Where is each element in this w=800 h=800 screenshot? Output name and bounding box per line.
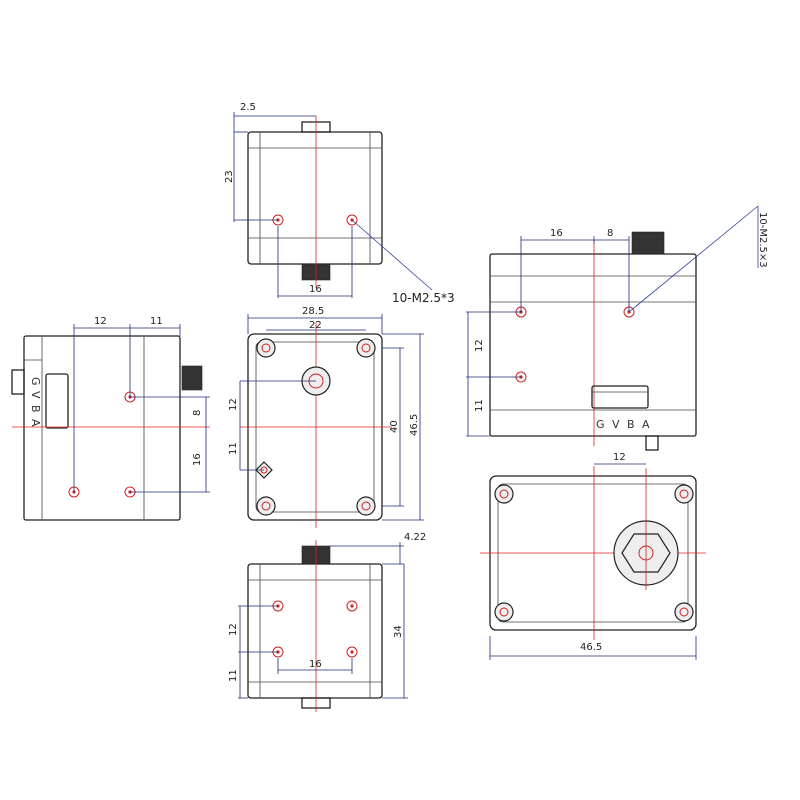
left-connector-a: A	[29, 419, 42, 427]
right-connector-a: A	[642, 418, 650, 431]
bottom-dim-v1: 12	[228, 623, 239, 636]
front-dim-width-outer: 28.5	[302, 306, 324, 317]
right-connector-v: V	[612, 418, 620, 431]
left-dim-h1: 12	[94, 316, 107, 327]
front-dim-height-outer: 46.5	[409, 414, 420, 436]
bottom-dim-spacing: 16	[309, 659, 322, 670]
front-dim-width-inner: 22	[309, 320, 322, 331]
bottom-dim-shaft: 4.22	[404, 532, 426, 543]
top-view: 2.5 23 16 10-M2.5*3	[224, 102, 455, 305]
back-dim-width: 46.5	[580, 642, 602, 653]
back-dim-offset: 12	[613, 452, 626, 463]
right-dim-h1: 16	[550, 228, 563, 239]
back-view: 12 46.5	[480, 452, 706, 660]
left-dim-v2: 16	[192, 453, 203, 466]
top-dim-spacing: 16	[309, 284, 322, 295]
left-dim-v1: 8	[192, 410, 203, 416]
top-dim-height: 23	[224, 170, 235, 183]
left-dim-h2: 11	[150, 316, 163, 327]
front-dim-v1: 12	[228, 398, 239, 411]
left-view: G V B A 12 11 8 16	[11, 316, 210, 521]
front-dim-height-inner: 40	[389, 420, 400, 433]
bottom-view: 4.22 12 11 16 34	[228, 532, 426, 712]
thread-callout: 10-M2.5*3	[392, 291, 455, 305]
top-dim-offset: 2.5	[240, 102, 256, 113]
bottom-dim-height: 34	[393, 625, 404, 638]
right-dim-v1: 12	[474, 339, 485, 352]
right-connector-b: B	[627, 418, 635, 431]
bottom-dim-v2: 11	[228, 669, 239, 682]
right-connector-g: G	[596, 418, 605, 431]
left-connector-b: B	[29, 405, 42, 413]
thread-callout-rotated: 10-M2.5×3	[757, 212, 768, 268]
right-view: G V B A 16 8 12 11 10-M2.5×3	[466, 205, 768, 451]
right-dim-h2: 8	[607, 228, 613, 239]
front-dim-v2: 11	[228, 442, 239, 455]
left-connector-g: G	[29, 377, 42, 386]
front-view: 28.5 22 12 11 40 46.5	[228, 306, 424, 528]
right-dim-v2: 11	[474, 399, 485, 412]
left-connector-v: V	[29, 391, 42, 399]
